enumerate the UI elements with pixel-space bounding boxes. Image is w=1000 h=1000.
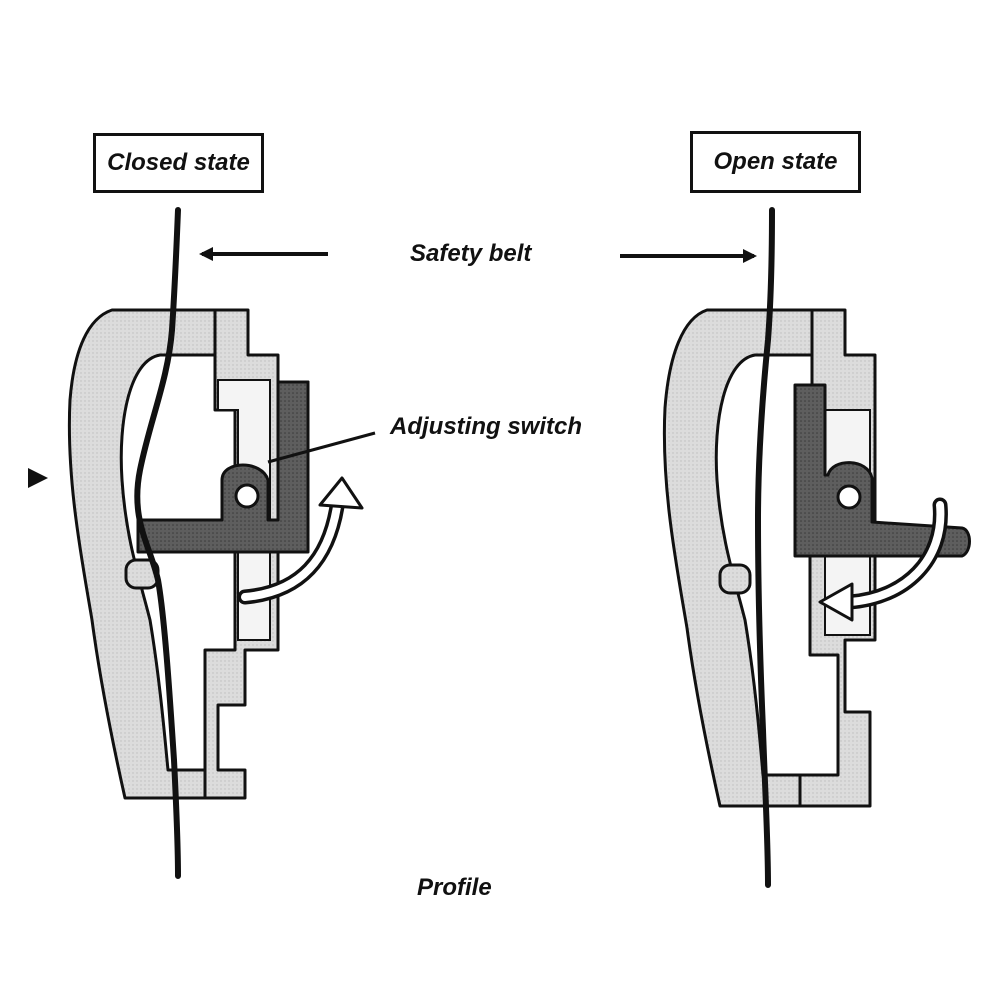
closed-state-label: Closed state: [107, 149, 250, 176]
closed-adjusting-switch: [136, 380, 310, 554]
adjusting-switch-leader: [267, 431, 376, 464]
open-adjusting-switch: [793, 383, 971, 558]
open-safety-belt: [754, 207, 775, 888]
open-state-label: Open state: [713, 148, 838, 175]
closed-safety-belt: [134, 207, 181, 879]
closed-state-buckle: [67, 207, 364, 879]
open-pivot: [836, 484, 862, 510]
safety-belt-label: Safety belt: [410, 240, 532, 267]
closed-state-label-box: Closed state: [93, 133, 264, 193]
profile-label: Profile: [417, 874, 492, 901]
open-state-label-box: Open state: [690, 131, 861, 193]
closed-pivot: [234, 483, 260, 509]
open-state-buckle: [662, 207, 971, 888]
left-pointer-icon: [28, 468, 48, 488]
adjusting-switch-label: Adjusting switch: [390, 413, 582, 440]
open-peg: [718, 563, 752, 595]
